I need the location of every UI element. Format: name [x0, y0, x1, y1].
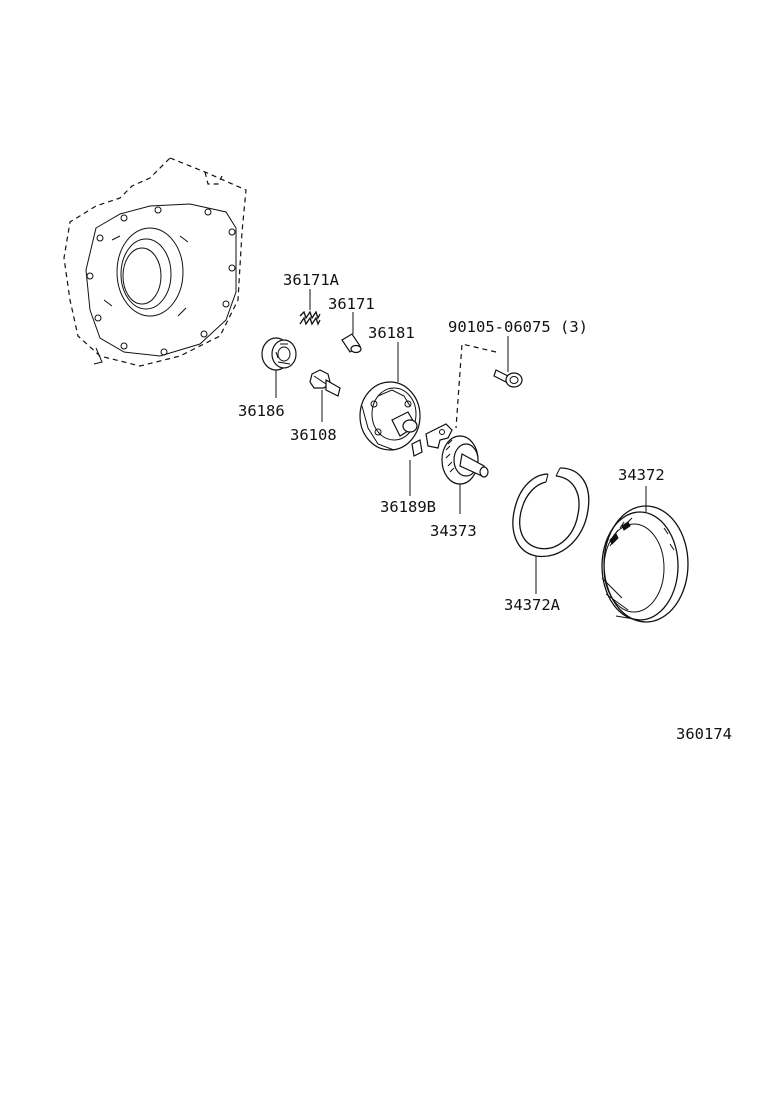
label-36186: 36186 — [238, 402, 285, 420]
figure-code: 360174 — [676, 725, 732, 743]
gear-shaft-34373 — [441, 435, 489, 514]
oil-seal-34372 — [601, 486, 689, 623]
label-36171: 36171 — [328, 295, 375, 313]
snap-ring-34372A — [512, 467, 590, 594]
label-36189B: 36189B — [380, 498, 436, 516]
label-34372: 34372 — [618, 466, 665, 484]
label-34373: 34373 — [430, 522, 477, 540]
transmission-case — [63, 157, 247, 367]
plate-36189B — [409, 423, 453, 496]
spring-36171A — [299, 289, 321, 326]
pump-body-36181 — [359, 342, 421, 451]
label-36181: 36181 — [368, 324, 415, 342]
bolt-90105-06075 — [455, 336, 523, 429]
gear-36186 — [261, 337, 297, 398]
label-90105-06075: 90105-06075 (3) — [448, 318, 588, 336]
label-36108: 36108 — [290, 426, 337, 444]
label-36171A: 36171A — [283, 271, 340, 289]
pin-36171 — [341, 312, 362, 354]
valve-36108 — [309, 369, 341, 422]
label-34372A: 34372A — [504, 596, 561, 614]
